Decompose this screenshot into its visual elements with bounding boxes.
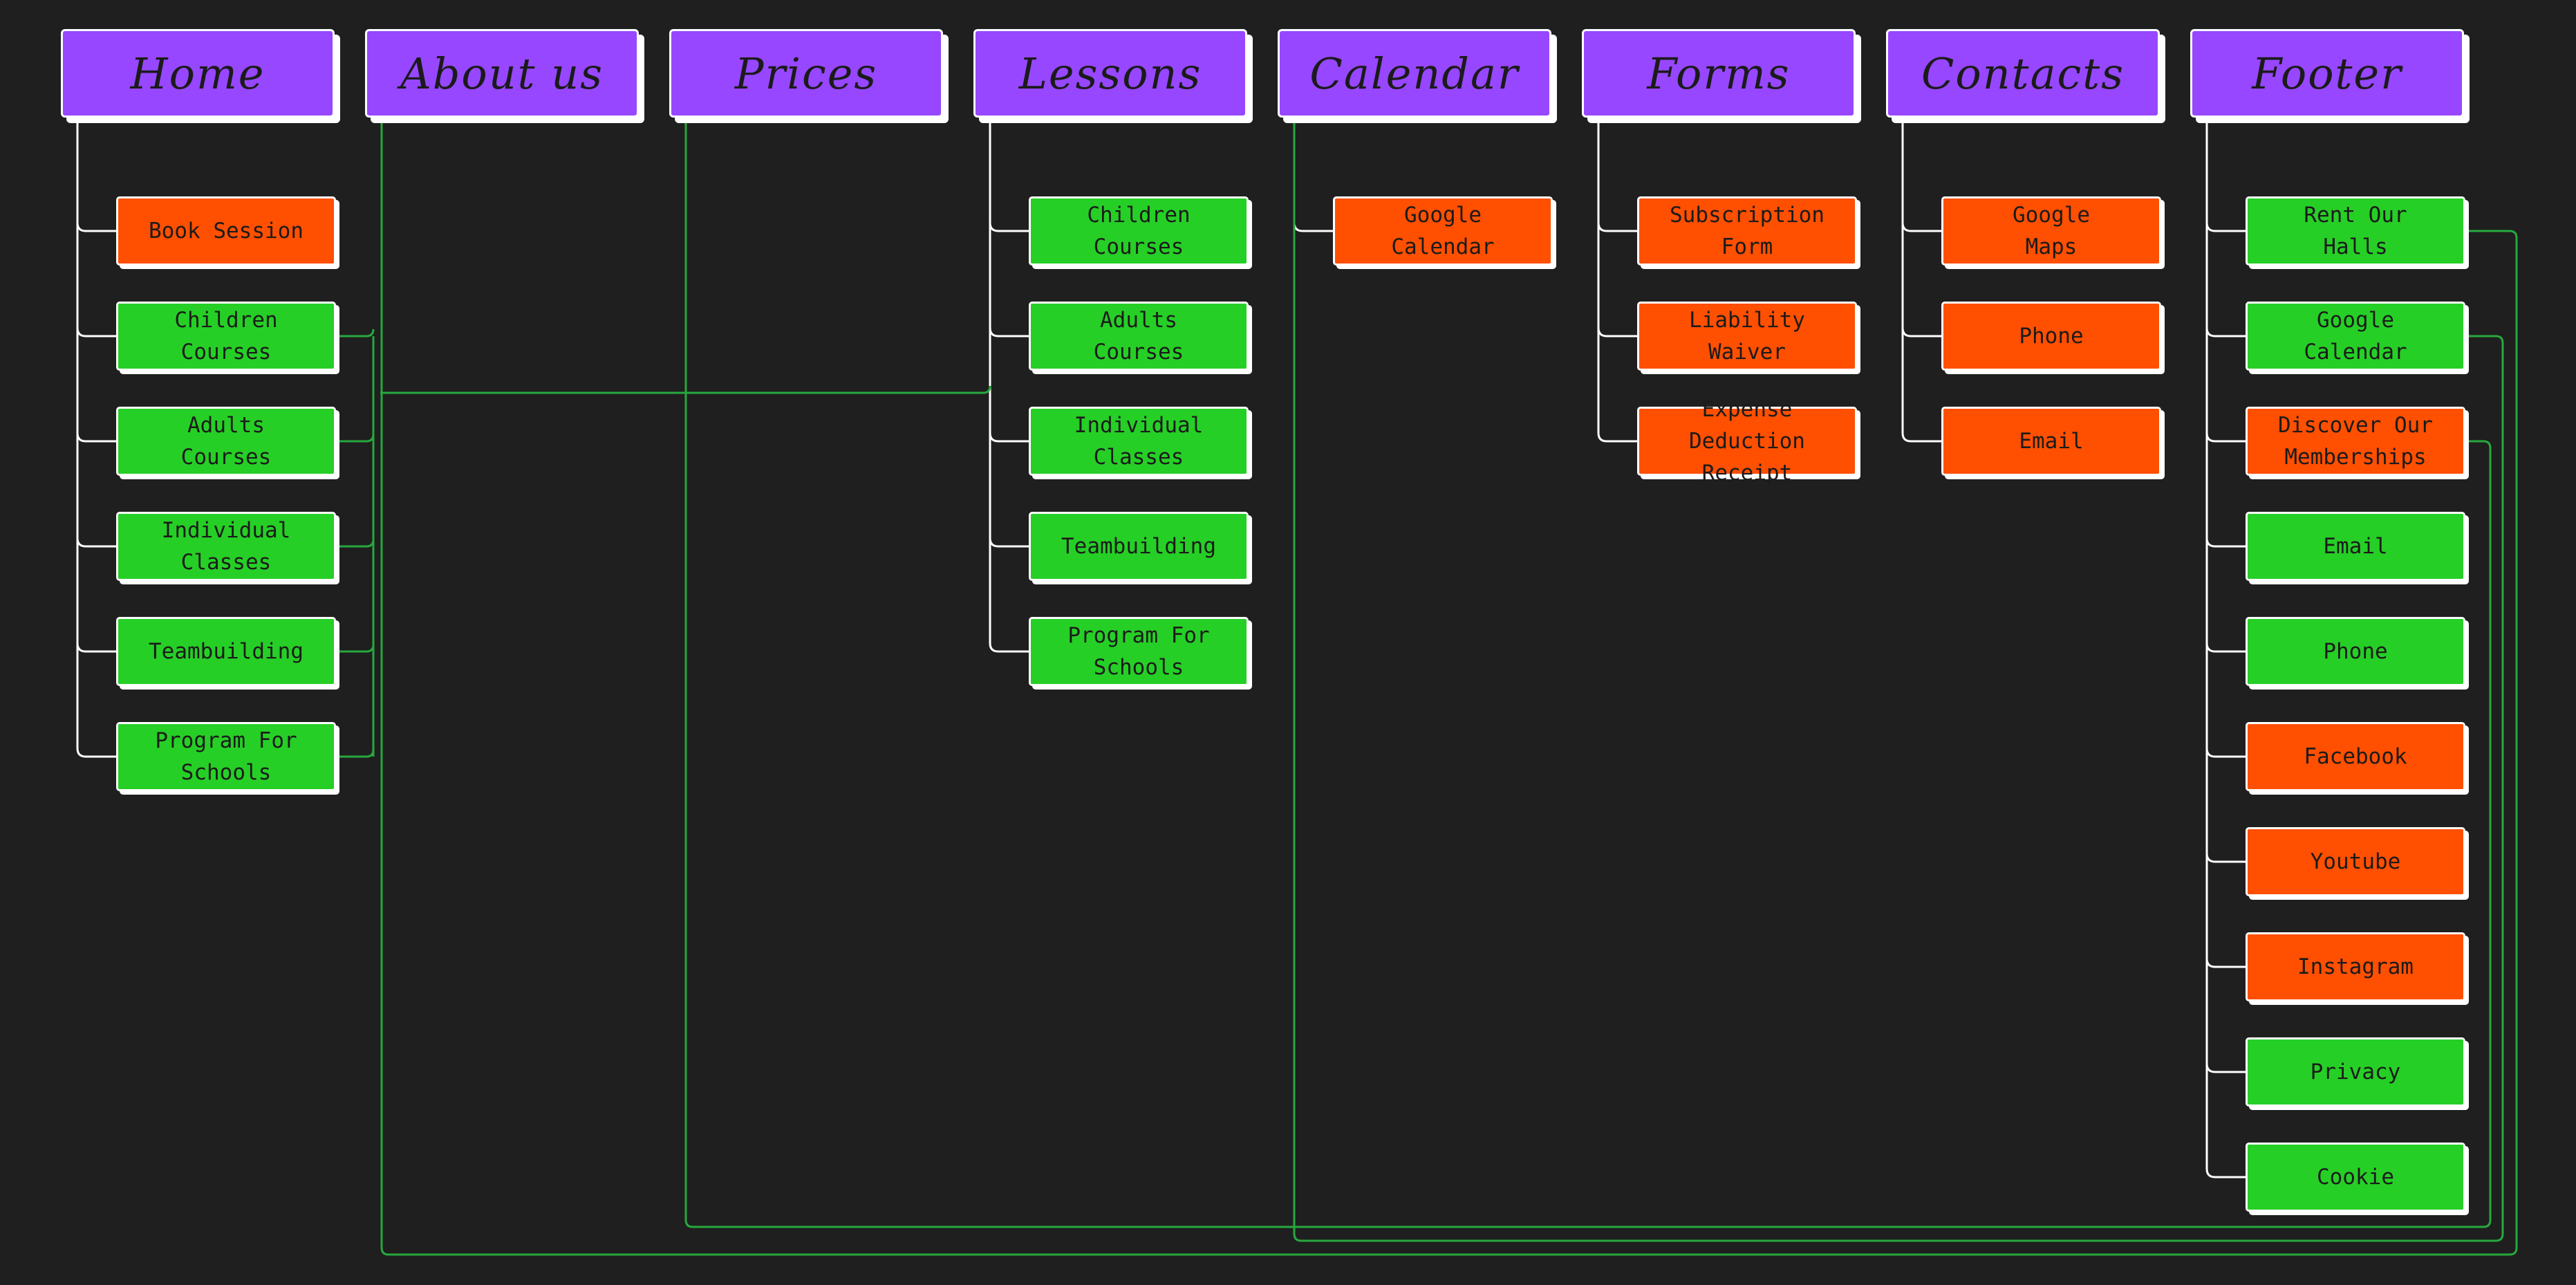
- page-node-home-individual-classes[interactable]: Individual Classes: [116, 512, 336, 581]
- page-node-footer-phone[interactable]: Phone: [2246, 617, 2465, 686]
- section-header-footer[interactable]: Footer: [2190, 29, 2464, 118]
- page-node-footer-google-calendar[interactable]: Google Calendar: [2246, 302, 2465, 371]
- tree-connector-footer: [2205, 118, 2246, 1178]
- page-node-footer-facebook[interactable]: Facebook: [2246, 722, 2465, 791]
- section-header-prices[interactable]: Prices: [669, 29, 943, 118]
- page-node-contacts-google-maps[interactable]: Google Maps: [1941, 196, 2161, 266]
- section-header-lessons[interactable]: Lessons: [973, 29, 1247, 118]
- section-header-contacts[interactable]: Contacts: [1886, 29, 2160, 118]
- page-node-footer-email[interactable]: Email: [2246, 512, 2465, 581]
- page-node-footer-privacy[interactable]: Privacy: [2246, 1037, 2465, 1107]
- page-node-footer-rent-our-halls[interactable]: Rent Our Halls: [2246, 196, 2465, 266]
- page-node-home-book-session[interactable]: Book Session: [116, 196, 336, 266]
- page-node-footer-youtube[interactable]: Youtube: [2246, 827, 2465, 896]
- page-node-home-children-courses[interactable]: Children Courses: [116, 302, 336, 371]
- link-home-to-lessons: [380, 385, 991, 394]
- page-node-footer-instagram[interactable]: Instagram: [2246, 932, 2465, 1001]
- page-node-forms-liability-waiver[interactable]: Liability Waiver: [1637, 302, 1857, 371]
- section-header-calendar[interactable]: Calendar: [1278, 29, 1551, 118]
- page-node-forms-expense-deduction-receipt[interactable]: Expense Deduction Receipt: [1637, 397, 1857, 486]
- page-node-lessons-program-for-schools[interactable]: Program For Schools: [1029, 617, 1249, 686]
- page-node-lessons-adults-courses[interactable]: Adults Courses: [1029, 302, 1249, 371]
- tree-connector-calendar: [1293, 118, 1333, 232]
- page-node-calendar-google-calendar[interactable]: Google Calendar: [1333, 196, 1553, 266]
- section-header-forms[interactable]: Forms: [1582, 29, 1856, 118]
- link-prices-memberships: [684, 118, 2492, 1228]
- page-node-contacts-email[interactable]: Email: [1941, 407, 2161, 476]
- tree-connector-forms: [1597, 118, 1637, 443]
- page-node-footer-cookie[interactable]: Cookie: [2246, 1143, 2465, 1212]
- link-about-rent-halls: [380, 118, 2518, 1256]
- page-node-lessons-children-courses[interactable]: Children Courses: [1029, 196, 1249, 266]
- page-node-lessons-individual-classes[interactable]: Individual Classes: [1029, 407, 1249, 476]
- page-node-home-adults-courses[interactable]: Adults Courses: [116, 407, 336, 476]
- section-header-about-us[interactable]: About us: [365, 29, 639, 118]
- page-node-forms-subscription-form[interactable]: Subscription Form: [1637, 196, 1857, 266]
- page-node-home-program-for-schools[interactable]: Program For Schools: [116, 722, 336, 791]
- tree-connector-home: [76, 118, 116, 758]
- tree-connector-contacts: [1901, 118, 1941, 443]
- page-node-lessons-teambuilding[interactable]: Teambuilding: [1029, 512, 1249, 581]
- page-node-contacts-phone[interactable]: Phone: [1941, 302, 2161, 371]
- page-node-home-teambuilding[interactable]: Teambuilding: [116, 617, 336, 686]
- link-home-courses-bus: [336, 329, 375, 758]
- page-node-footer-discover-our-memberships[interactable]: Discover Our Memberships: [2246, 407, 2465, 476]
- tree-connector-lessons: [989, 118, 1029, 653]
- link-calendar-google-calendar: [1293, 118, 2504, 1242]
- section-header-home[interactable]: Home: [61, 29, 335, 118]
